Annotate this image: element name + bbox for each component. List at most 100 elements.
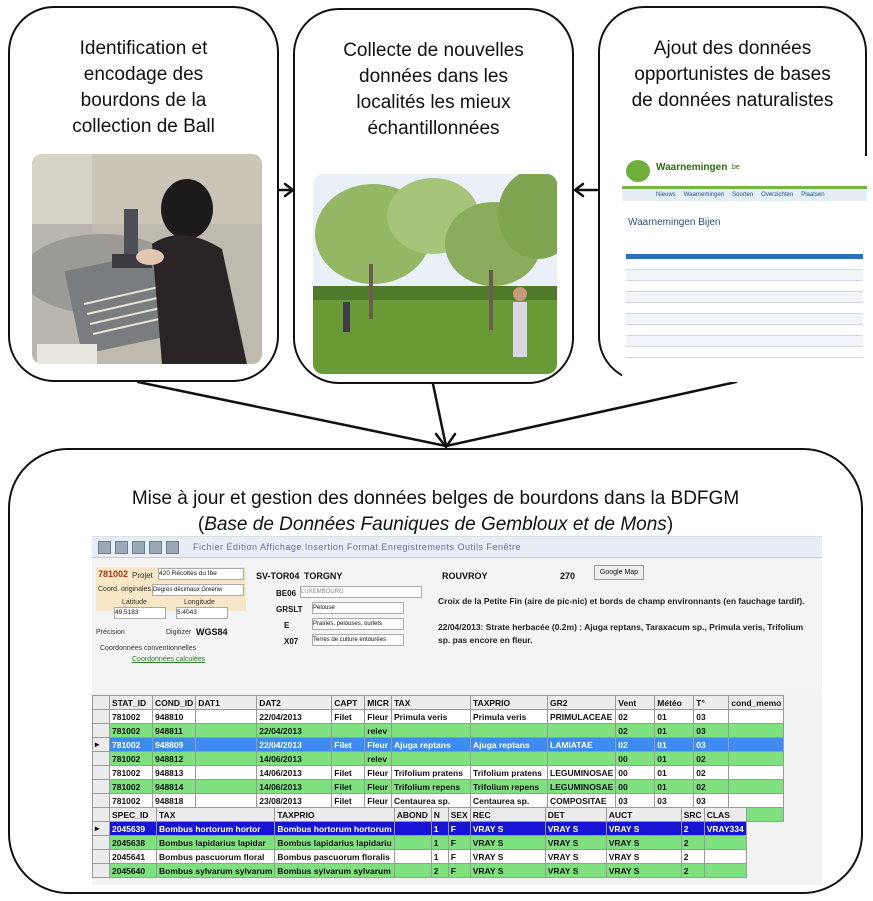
table-cell[interactable] — [728, 709, 785, 724]
table-cell[interactable]: 01 — [654, 765, 695, 780]
col-header[interactable]: TAX — [391, 695, 471, 710]
col-header[interactable]: MICR — [364, 695, 392, 710]
table-cell[interactable] — [393, 849, 432, 864]
table-cell[interactable]: 02 — [693, 765, 730, 780]
table-cell[interactable]: 02 — [693, 751, 730, 766]
table-cell[interactable] — [703, 849, 747, 864]
table-cell[interactable]: 00 — [615, 765, 656, 780]
col-header[interactable]: DAT1 — [195, 695, 258, 710]
table-cell[interactable] — [728, 723, 785, 738]
table-cell[interactable]: Ajuga reptans — [391, 737, 471, 752]
table-cell[interactable]: Filet — [331, 709, 366, 724]
table-cell[interactable]: 01 — [654, 779, 695, 794]
col-header[interactable]: STAT_ID — [109, 695, 153, 710]
row-selector[interactable] — [92, 751, 110, 766]
table-cell[interactable]: 2045640 — [109, 863, 157, 878]
nav-item[interactable]: Soorten — [732, 192, 754, 198]
row-selector[interactable]: ▸ — [92, 821, 110, 836]
table-cell[interactable]: Fleur — [364, 709, 392, 724]
table-cell[interactable]: relev — [364, 751, 392, 766]
table-cell[interactable]: 781002 — [109, 751, 153, 766]
search-icon[interactable] — [149, 540, 162, 554]
row-selector[interactable] — [92, 793, 110, 808]
table-cell[interactable]: Primula veris — [470, 709, 548, 724]
table-cell[interactable]: 2 — [680, 849, 705, 864]
table-cell[interactable]: 01 — [654, 723, 695, 738]
col-header[interactable]: SPEC_ID — [109, 807, 157, 822]
table-cell[interactable]: Bombus sylvarum sylvarum — [155, 863, 276, 878]
table-cell[interactable]: Bombus hortorum hortorum — [274, 821, 395, 836]
table-cell[interactable]: 01 — [654, 737, 695, 752]
table-cell[interactable]: VRAY S — [544, 863, 607, 878]
table-cell[interactable]: 948818 — [151, 793, 197, 808]
table-cell[interactable]: VRAY S — [605, 821, 682, 836]
table-cell[interactable] — [195, 723, 258, 738]
nav-item[interactable]: Overzichten — [761, 192, 794, 198]
table-cell[interactable]: 781002 — [109, 737, 153, 752]
table-cell[interactable]: relev — [364, 723, 392, 738]
table-cell[interactable]: 781002 — [109, 793, 153, 808]
table-cell[interactable]: 2 — [680, 835, 705, 850]
table-cell[interactable]: Trifolium pratens — [470, 765, 548, 780]
nav-item[interactable]: Plaatsen — [801, 192, 825, 198]
table-cell[interactable]: 2 — [680, 821, 705, 836]
table-cell[interactable]: Filet — [331, 765, 366, 780]
table-cell[interactable]: VRAY S — [605, 835, 682, 850]
table-cell[interactable]: 03 — [693, 709, 730, 724]
table-cell[interactable] — [728, 793, 785, 808]
table-cell[interactable]: Trifolium pratens — [391, 765, 471, 780]
col-header[interactable]: Vent — [615, 695, 656, 710]
coord-calc-link[interactable]: Coordonnées calculées — [132, 656, 206, 663]
table-cell[interactable]: 2 — [430, 863, 449, 878]
nav-item[interactable]: Waarnemingen — [683, 192, 725, 198]
table-cell[interactable]: 948813 — [151, 765, 197, 780]
col-header[interactable]: TAXPRIO — [470, 695, 548, 710]
table-cell[interactable]: Fleur — [364, 765, 392, 780]
table-cell[interactable] — [195, 779, 258, 794]
table-cell[interactable]: VRAY S — [469, 863, 546, 878]
table-cell[interactable]: 781002 — [109, 765, 153, 780]
table-cell[interactable]: LAMIATAE — [546, 737, 617, 752]
table-cell[interactable]: 1 — [430, 849, 449, 864]
table-cell[interactable]: 2045641 — [109, 849, 157, 864]
habitat2-field[interactable]: Terres de culture entourées — [312, 634, 404, 646]
col-header[interactable]: GR2 — [546, 695, 617, 710]
fips-field[interactable]: LUXEMBOURG — [300, 586, 422, 598]
habitat1-field[interactable]: Prairies, pelouses, ourlets — [312, 618, 404, 630]
col-header[interactable]: SRC — [680, 807, 705, 822]
google-map-button[interactable]: Google Map — [594, 565, 644, 580]
table-cell[interactable]: VRAY S — [544, 849, 607, 864]
table-cell[interactable]: 02 — [693, 779, 730, 794]
table-cell[interactable]: 00 — [615, 751, 656, 766]
row-selector[interactable]: ▸ — [92, 737, 110, 752]
coord-select[interactable]: Degrés décimaux Greenw — [152, 584, 244, 596]
table-cell[interactable]: 14/06/2013 — [256, 765, 333, 780]
longitude-field[interactable]: 5.4043 — [176, 607, 228, 619]
table-cell[interactable]: Fleur — [364, 779, 392, 794]
table-cell[interactable]: F — [447, 863, 471, 878]
table-cell[interactable]: 1 — [430, 835, 449, 850]
table-cell[interactable] — [195, 751, 258, 766]
table-cell[interactable]: 948812 — [151, 751, 197, 766]
table-cell[interactable]: 948809 — [151, 737, 197, 752]
table-cell[interactable]: Primula veris — [391, 709, 471, 724]
row-selector[interactable] — [92, 723, 110, 738]
table-cell[interactable] — [331, 751, 366, 766]
col-header[interactable]: Météo — [654, 695, 695, 710]
db-menu-bar[interactable]: Fichier Édition Affichage Insertion Form… — [193, 542, 521, 552]
table-cell[interactable]: 01 — [654, 751, 695, 766]
table-cell[interactable]: 22/04/2013 — [256, 709, 333, 724]
table-cell[interactable]: Filet — [331, 737, 366, 752]
col-header[interactable]: AUCT — [605, 807, 682, 822]
table-cell[interactable] — [391, 751, 471, 766]
table-cell[interactable] — [703, 863, 747, 878]
table-cell[interactable]: LEGUMINOSAE — [546, 765, 617, 780]
table-cell[interactable]: 781002 — [109, 723, 153, 738]
table-cell[interactable]: Filet — [331, 779, 366, 794]
table-cell[interactable]: 2045638 — [109, 835, 157, 850]
